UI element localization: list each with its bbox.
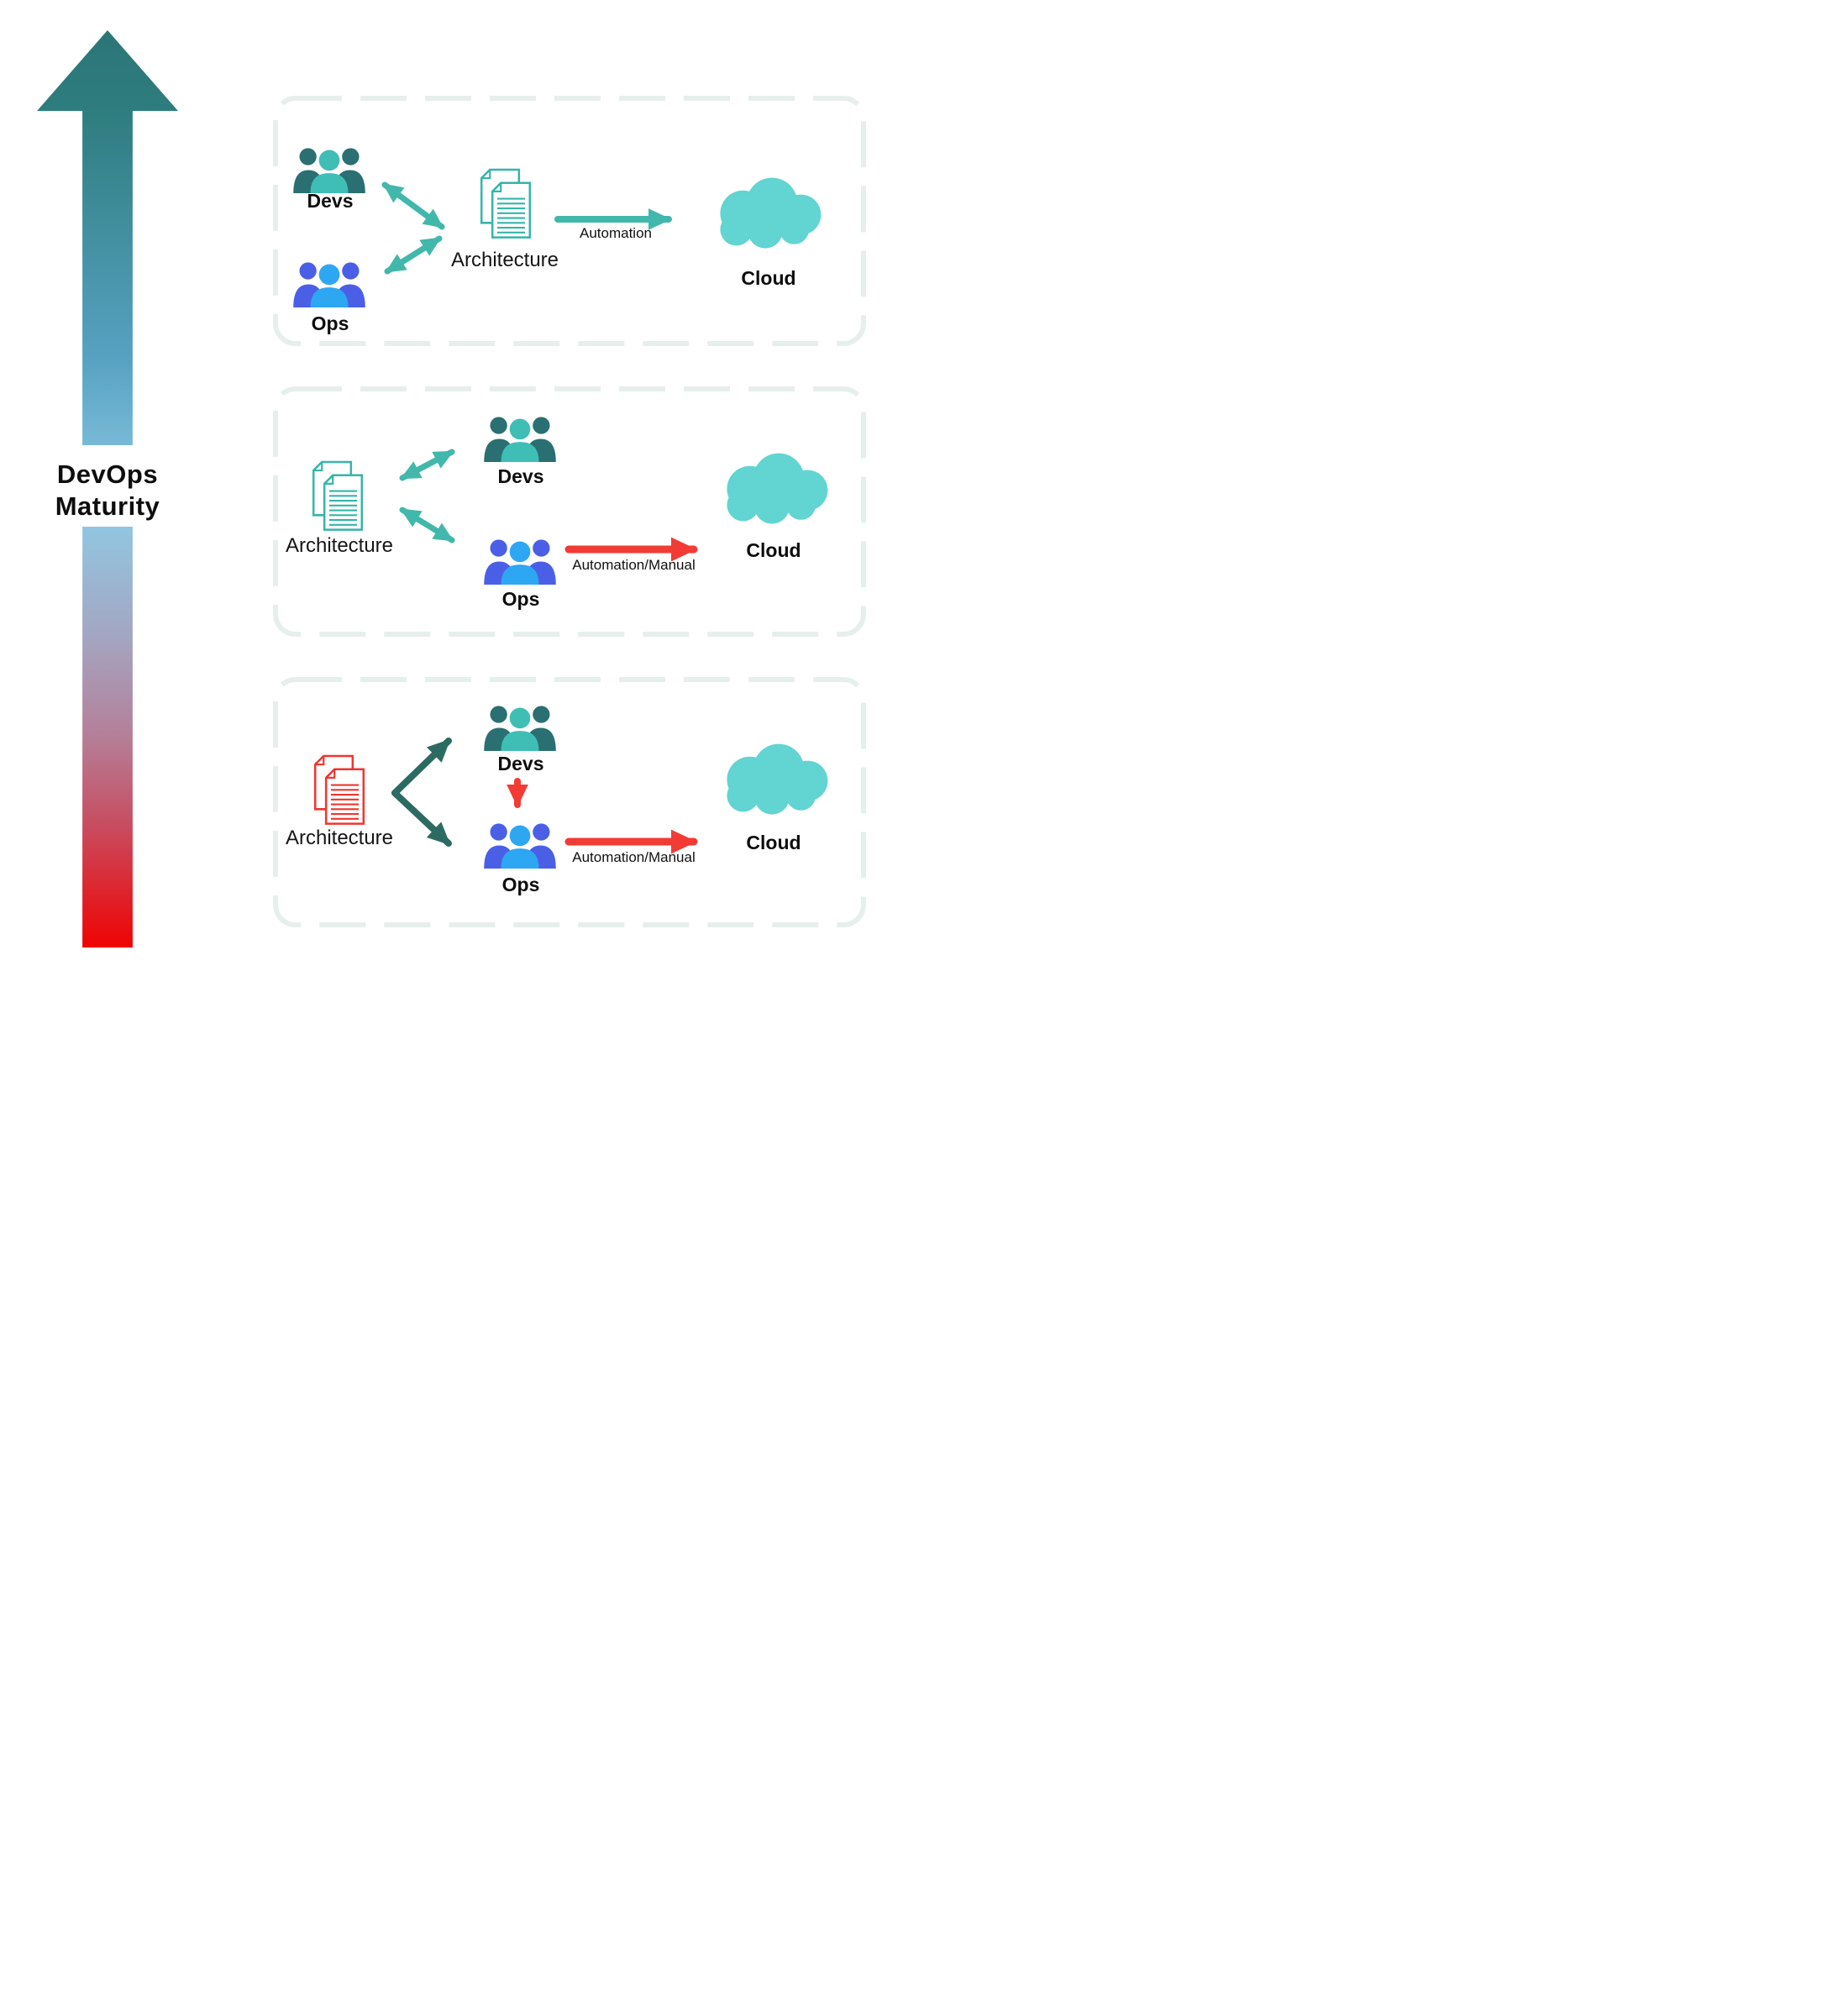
cloud-label-3: Cloud	[746, 832, 801, 853]
devs-label: Devs	[307, 190, 354, 212]
ops-group-icon	[293, 262, 365, 307]
ops-label-3: Ops	[501, 874, 540, 895]
cloud-label-2: Cloud	[746, 539, 801, 561]
devs-label-2: Devs	[497, 465, 544, 487]
architecture-label-3: Architecture	[285, 827, 394, 849]
stage-panel-top	[273, 96, 866, 346]
cloud-icon	[720, 177, 822, 249]
ops-group-icon-2	[484, 539, 556, 585]
architecture-documents-icon-3	[313, 754, 365, 825]
architecture-documents-icon	[480, 168, 532, 239]
stage-panel-middle	[273, 386, 866, 637]
architecture-label-2: Architecture	[285, 534, 394, 557]
cloud-icon-2	[727, 453, 828, 524]
ops-label-2: Ops	[501, 588, 540, 610]
devs-label-3: Devs	[497, 753, 544, 774]
stage-panel-bottom	[273, 677, 866, 927]
cloud-label: Cloud	[741, 267, 796, 289]
maturity-axis-label-line2: Maturity	[55, 491, 160, 521]
ops-group-icon-3	[484, 823, 556, 869]
cloud-icon-3	[727, 743, 828, 815]
devs-group-icon-3	[484, 706, 556, 751]
devs-group-icon-2	[484, 417, 556, 462]
architecture-documents-icon-2	[312, 460, 364, 531]
maturity-axis-label-line1: DevOps	[56, 459, 159, 489]
automation-manual-arrow-label: Automation/Manual	[572, 557, 696, 573]
devs-group-icon	[293, 148, 365, 193]
automation-arrow-label: Automation	[580, 225, 652, 241]
ops-label: Ops	[311, 312, 349, 334]
maturity-axis-label-gap	[79, 445, 138, 527]
devops-maturity-diagram: DevOps Maturity	[0, 0, 924, 1008]
architecture-label: Architecture	[450, 249, 559, 271]
maturity-axis-label: DevOps Maturity	[24, 459, 192, 522]
automation-manual-arrow-label-2: Automation/Manual	[572, 849, 696, 865]
